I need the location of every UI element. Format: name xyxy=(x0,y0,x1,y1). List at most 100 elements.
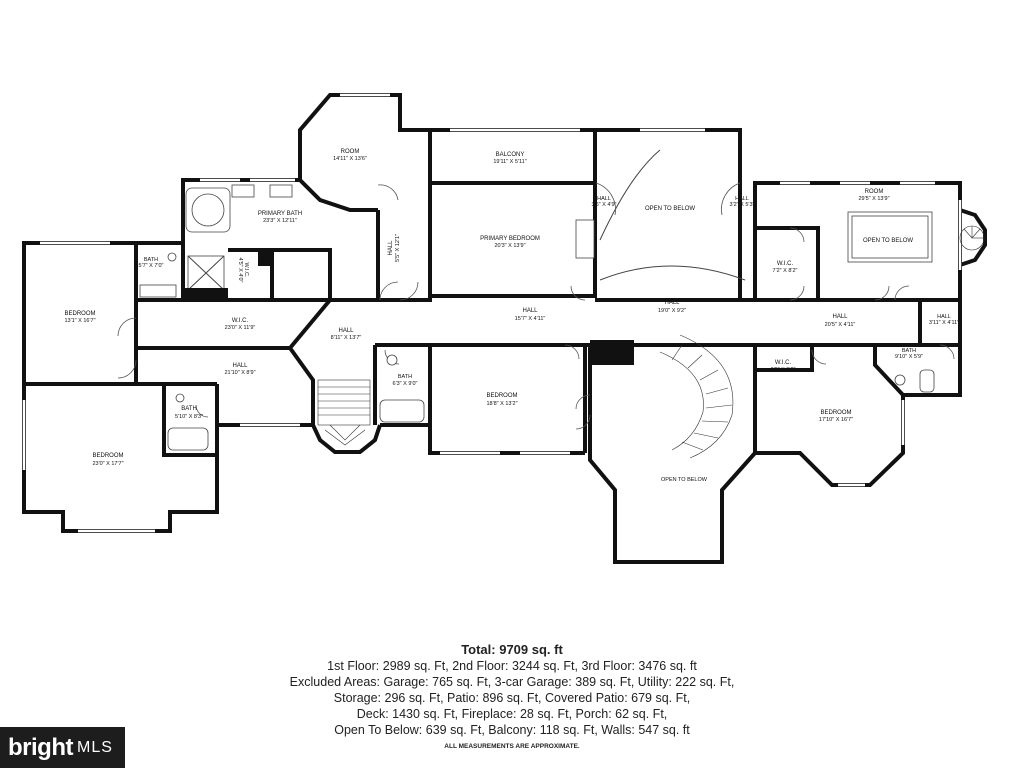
total-area: Total: 9709 sq. ft xyxy=(461,642,563,657)
svg-text:HALL: HALL xyxy=(664,300,680,306)
svg-text:BATH: BATH xyxy=(181,406,197,412)
svg-text:BEDROOM: BEDROOM xyxy=(92,453,123,459)
interior-walls xyxy=(24,181,987,457)
svg-text:6'9" X 5'0": 6'9" X 5'0" xyxy=(771,367,796,373)
svg-text:W.I.C.: W.I.C. xyxy=(232,318,249,324)
svg-text:BALCONY: BALCONY xyxy=(496,152,525,158)
svg-text:HALL: HALL xyxy=(388,240,394,256)
svg-text:BEDROOM: BEDROOM xyxy=(64,311,95,317)
svg-text:OPEN TO BELOW: OPEN TO BELOW xyxy=(645,206,695,212)
svg-text:3'11" X 4'11": 3'11" X 4'11" xyxy=(929,320,959,326)
room-octagon-label: ROOM 14'11" X 13'6" xyxy=(333,149,367,162)
windows xyxy=(22,93,962,533)
hall-small-2-label: HALL 3'2" X 5'3" xyxy=(730,196,755,208)
svg-text:23'0" X 17'7": 23'0" X 17'7" xyxy=(92,461,123,467)
sink-icon xyxy=(269,184,293,198)
room-right-label: ROOM 29'5" X 13'9" xyxy=(858,189,889,202)
wic-right-label: W.I.C. 7'2" X 8'2" xyxy=(773,261,798,274)
svg-text:OPEN TO BELOW: OPEN TO BELOW xyxy=(863,238,913,244)
svg-text:20'3" X 13'9": 20'3" X 13'9" xyxy=(494,243,525,249)
svg-text:23'0" X 11'9": 23'0" X 11'9" xyxy=(225,325,256,331)
svg-text:3'2" X 5'3": 3'2" X 5'3" xyxy=(730,202,755,208)
svg-text:OPEN TO BELOW: OPEN TO BELOW xyxy=(661,477,708,483)
svg-text:21'10" X 8'9": 21'10" X 8'9" xyxy=(224,370,255,376)
curved-stair xyxy=(679,334,734,459)
svg-text:PRIMARY BEDROOM: PRIMARY BEDROOM xyxy=(480,236,540,242)
bathtub-icon xyxy=(379,399,425,423)
svg-text:W.I.C.: W.I.C. xyxy=(243,263,249,278)
svg-text:8'11" X 13'7": 8'11" X 13'7" xyxy=(331,335,362,341)
open-below-stair-label: OPEN TO BELOW xyxy=(661,477,708,483)
svg-text:13'1" X 16'7": 13'1" X 16'7" xyxy=(64,318,95,324)
svg-text:HALL: HALL xyxy=(937,314,951,320)
hall-main-right-label: HALL 20'5" X 4'11" xyxy=(825,314,856,328)
svg-text:HALL: HALL xyxy=(232,363,248,369)
svg-text:HALL: HALL xyxy=(597,196,611,202)
svg-text:14'11" X 13'6": 14'11" X 13'6" xyxy=(333,156,367,162)
svg-text:PRIMARY BATH: PRIMARY BATH xyxy=(258,211,302,217)
bath-lower-left-label: BATH 5'10" X 8'3" xyxy=(175,406,203,420)
svg-text:4'5" X 4'0": 4'5" X 4'0" xyxy=(237,258,243,283)
bathtub-icon xyxy=(167,427,209,451)
bedroom-left-label: BEDROOM 13'1" X 16'7" xyxy=(64,311,95,324)
svg-text:BEDROOM: BEDROOM xyxy=(486,393,517,399)
bath-right-label: BATH 9'10" X 5'9" xyxy=(895,348,923,360)
svg-text:7'2" X 8'2": 7'2" X 8'2" xyxy=(773,268,798,274)
toilet-icon xyxy=(386,354,398,366)
fireplace-icon xyxy=(575,219,595,259)
svg-text:BEDROOM: BEDROOM xyxy=(820,410,851,416)
summary-line: Open To Below: 639 sq. Ft, Balcony: 118 … xyxy=(334,723,690,737)
primary-bedroom-label: PRIMARY BEDROOM 20'3" X 13'9" xyxy=(480,236,540,249)
open-below-center-label: OPEN TO BELOW xyxy=(645,206,695,212)
summary-line: Excluded Areas: Garage: 765 sq. Ft, 3-ca… xyxy=(289,675,735,689)
bedroom-right-label: BEDROOM 17'10" X 16'7" xyxy=(819,410,853,423)
bath-center-label: BATH 6'3" X 9'0" xyxy=(393,374,418,387)
svg-text:5'5" X 12'1": 5'5" X 12'1" xyxy=(395,234,401,262)
wic-left-label: W.I.C. 23'0" X 11'9" xyxy=(225,318,256,331)
summary-line: 1st Floor: 2989 sq. Ft, 2nd Floor: 3244 … xyxy=(327,659,697,673)
hall-diag-label: HALL 8'11" X 13'7" xyxy=(331,328,362,341)
logo-brand: bright xyxy=(8,733,73,761)
svg-text:HALL: HALL xyxy=(735,196,749,202)
bedroom-large-label: BEDROOM 23'0" X 17'7" xyxy=(92,453,123,467)
svg-text:5'7" X 7'0": 5'7" X 7'0" xyxy=(139,263,164,269)
svg-text:W.I.C.: W.I.C. xyxy=(777,261,794,267)
wic-lower-right-label: W.I.C. 6'9" X 5'0" xyxy=(771,360,796,373)
svg-text:17'10" X 16'7": 17'10" X 16'7" xyxy=(819,417,853,423)
primary-bath-label: PRIMARY BATH 23'3" X 12'11" xyxy=(258,211,302,224)
staircases xyxy=(317,225,985,459)
svg-text:ROOM: ROOM xyxy=(865,189,884,195)
toilet-icon xyxy=(894,374,906,386)
svg-text:HALL: HALL xyxy=(338,328,354,334)
straight-stair xyxy=(317,379,371,426)
toilet-icon xyxy=(175,393,185,403)
svg-text:W.I.C.: W.I.C. xyxy=(775,360,792,366)
bathtub-icon xyxy=(919,369,935,393)
bright-mls-logo: bright MLS xyxy=(0,727,125,768)
bedroom-center-label: BEDROOM 18'8" X 13'2" xyxy=(486,393,517,407)
svg-text:BATH: BATH xyxy=(398,374,412,380)
fixtures xyxy=(139,149,935,451)
svg-text:5'10" X 8'3": 5'10" X 8'3" xyxy=(175,414,203,420)
svg-text:29'5" X 13'9": 29'5" X 13'9" xyxy=(858,196,889,202)
logo-suffix: MLS xyxy=(76,738,113,756)
summary-line: Deck: 1430 sq. Ft, Fireplace: 28 sq. Ft,… xyxy=(356,707,668,721)
hall-main-left-label: HALL 15'7" X 4'11" xyxy=(515,308,546,322)
svg-text:19'11" X 5'11": 19'11" X 5'11" xyxy=(493,159,526,165)
svg-text:9'10" X 5'9": 9'10" X 5'9" xyxy=(895,354,923,360)
hall-lower-label: HALL 21'10" X 8'9" xyxy=(224,363,255,376)
wic-small-label: W.I.C. 4'5" X 4'0" xyxy=(237,258,249,283)
svg-text:6'3" X 9'0": 6'3" X 9'0" xyxy=(393,381,418,387)
open-below-right-label: OPEN TO BELOW xyxy=(863,238,913,244)
area-summary: Total: 9709 sq. ft 1st Floor: 2989 sq. F… xyxy=(250,642,774,738)
hall-far-right-label: HALL 3'11" X 4'11" xyxy=(929,314,959,326)
summary-line: Storage: 296 sq. Ft, Patio: 896 sq. Ft, … xyxy=(333,691,691,705)
room-labels: ROOM 14'11" X 13'6" BALCONY 19'11" X 5'1… xyxy=(64,149,959,483)
svg-text:BATH: BATH xyxy=(902,348,916,354)
exterior-walls xyxy=(22,93,962,564)
svg-text:ROOM: ROOM xyxy=(341,149,360,155)
svg-text:19'0" X 9'2": 19'0" X 9'2" xyxy=(658,308,686,314)
hall-main-center-label: HALL 19'0" X 9'2" xyxy=(658,300,686,314)
svg-text:HALL: HALL xyxy=(522,308,538,314)
